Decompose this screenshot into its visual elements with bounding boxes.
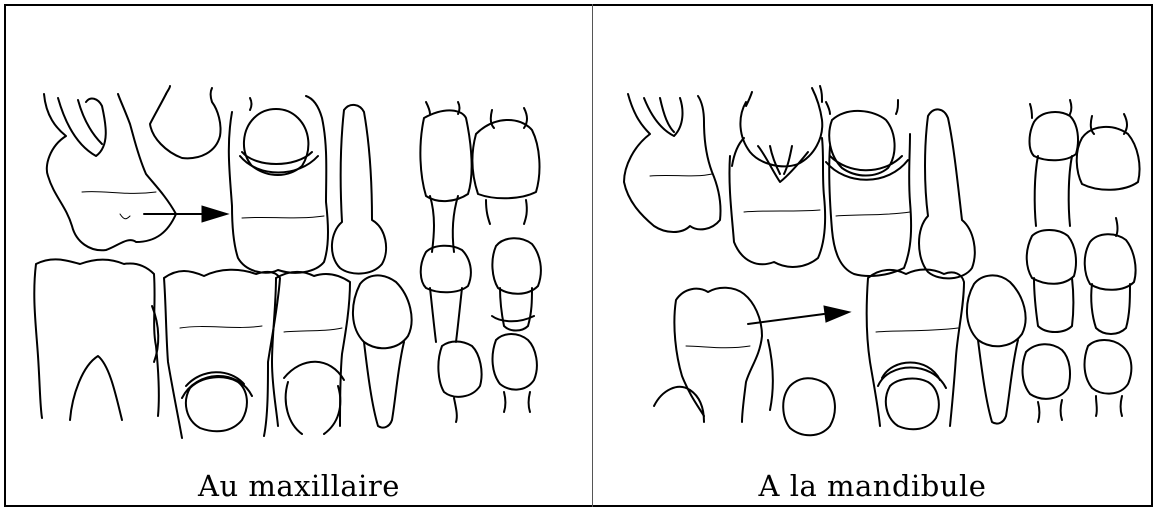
- lower-incisor-1: [421, 246, 482, 422]
- upper-molar-left: [44, 94, 176, 250]
- arrow-maxilla: [144, 206, 228, 222]
- lower-incisor-2: [492, 238, 541, 412]
- upper-incisor-1: [420, 102, 471, 252]
- lower-canine-right-panel: [967, 275, 1026, 423]
- panel-maxillaire: Au maxillaire: [6, 6, 592, 505]
- upper-incisor-2: [472, 108, 539, 224]
- upper-molar-right-panel: [624, 94, 721, 232]
- upper-canine: [332, 105, 386, 274]
- lower-incisor-2-right: [1085, 218, 1136, 416]
- arrow-mandible: [748, 306, 850, 324]
- lower-incisor-1-right: [1023, 230, 1076, 422]
- upper-premolar-developing: [229, 96, 328, 273]
- lower-molar-right-panel: [654, 288, 773, 422]
- panel-mandibule: A la mandibule: [594, 6, 1151, 505]
- upper-premolar-right-panel: [729, 138, 825, 267]
- lower-canine: [353, 275, 412, 427]
- lower-premolar-right-panel: [867, 270, 964, 430]
- lower-crown-bottom-right: [783, 378, 835, 435]
- maxilla-teeth-drawing: [6, 6, 592, 505]
- caption-maxillaire: Au maxillaire: [6, 469, 592, 503]
- lower-molar-left: [34, 259, 159, 420]
- upper-canine-right-panel: [919, 109, 975, 278]
- upper-incisor-2-right: [1077, 114, 1140, 190]
- panel-divider: [592, 4, 593, 507]
- mandible-teeth-drawing: [594, 6, 1151, 505]
- lower-molar-2: [272, 272, 350, 434]
- upper-incisor-1-right: [1030, 100, 1079, 226]
- lower-premolar-developing: [164, 270, 280, 438]
- upper-premolar-developing-right: [826, 100, 911, 276]
- caption-mandibule: A la mandibule: [594, 469, 1151, 503]
- upper-crown-double: [740, 86, 822, 182]
- upper-crown-2: [150, 86, 221, 158]
